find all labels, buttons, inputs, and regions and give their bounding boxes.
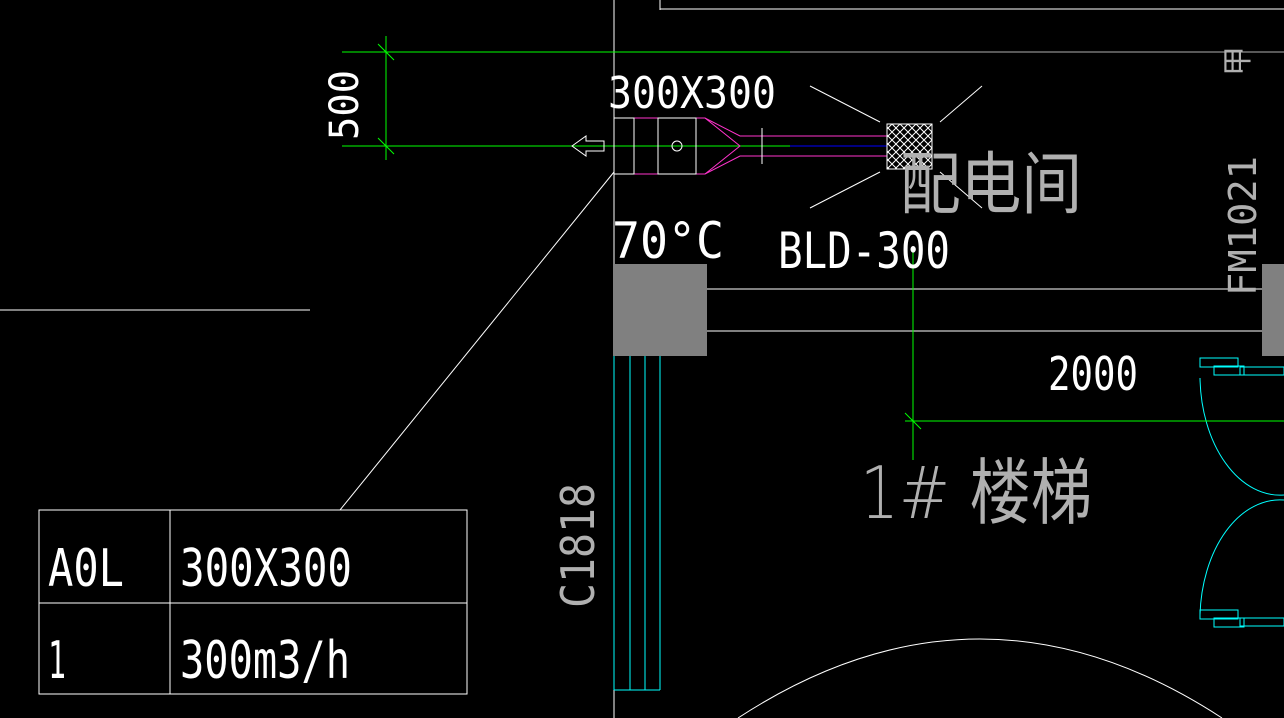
dimension-500-label: 500: [322, 70, 368, 140]
door-tag-label: FM1021: [1221, 156, 1265, 296]
duct-size-label: 300X300: [608, 68, 776, 119]
grille-model-label: BLD-300: [778, 222, 950, 280]
airflow-arrow-icon: [571, 135, 605, 157]
legend-table: [38, 509, 468, 695]
legend-cell-r0c0: A0L: [48, 539, 124, 599]
column-left: [614, 264, 707, 356]
stair-name-label: 1# 楼梯: [860, 451, 1092, 535]
legend-cell-r1c1: 300m3/h: [180, 631, 350, 691]
dimension-lines: [342, 36, 1284, 460]
legend-cell-r0c1: 300X300: [180, 539, 352, 599]
column-right: [1262, 264, 1284, 356]
room-name-label: 配电间: [900, 146, 1082, 225]
grille-pointer-arrows: [809, 85, 983, 209]
window-tag-label: C1818: [551, 483, 605, 608]
stair-arc: [737, 638, 1223, 718]
door-arcs: [1199, 357, 1284, 628]
exhaust-grille-icon: [886, 123, 933, 170]
fire-damper-temp-label: 70°C: [612, 212, 724, 270]
duct-assembly: [571, 117, 887, 175]
fire-damper-icon: [671, 140, 683, 152]
leader-line: [339, 171, 615, 511]
grid-symbol-label: 甲: [1221, 46, 1256, 76]
dimension-2000-label: 2000: [1048, 347, 1138, 401]
window-c1818: [613, 356, 661, 691]
legend-cell-r1c0: 1: [48, 631, 66, 691]
